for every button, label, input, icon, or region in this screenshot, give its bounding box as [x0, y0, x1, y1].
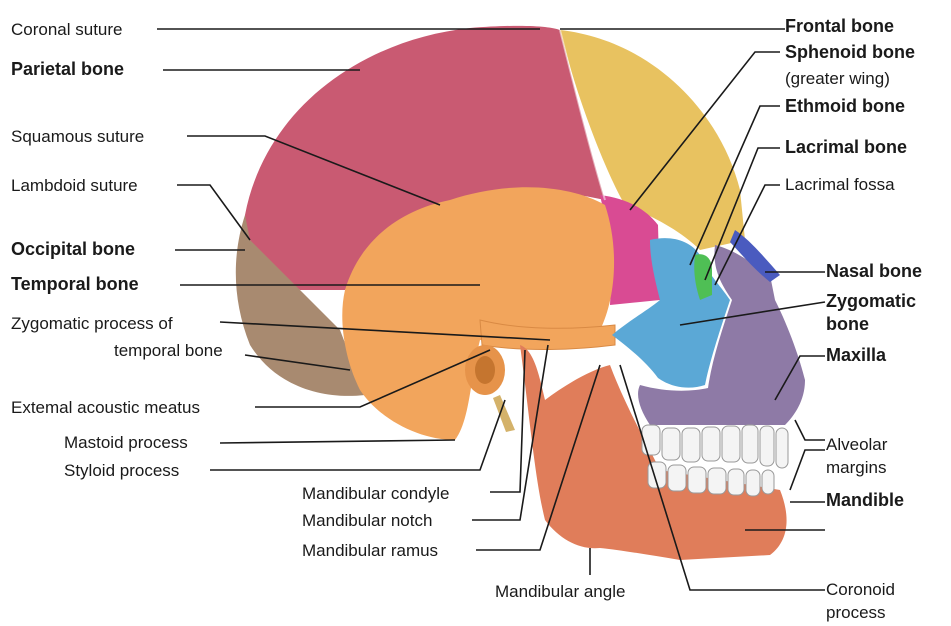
label-alveolar-line2: margins [826, 458, 886, 477]
label-styloid-process: Styloid process [64, 461, 179, 480]
label-mandibular-notch: Mandibular notch [302, 511, 432, 530]
label-coronoid-line2: process [826, 603, 886, 622]
label-zygomatic-line1: Zygomatic [826, 292, 916, 311]
teeth [642, 425, 788, 496]
label-ethmoid-bone: Ethmoid bone [785, 97, 905, 116]
label-zygomatic-line2: bone [826, 315, 869, 334]
label-occipital-bone: Occipital bone [11, 240, 135, 259]
label-mandible: Mandible [826, 491, 904, 510]
label-zygomatic-process-line1: Zygomatic process of [11, 314, 173, 333]
label-alveolar-line1: Alveolar [826, 435, 887, 454]
label-nasal-bone: Nasal bone [826, 262, 922, 281]
label-mandibular-angle: Mandibular angle [495, 582, 625, 601]
label-frontal-bone: Frontal bone [785, 17, 894, 36]
label-mandibular-condyle: Mandibular condyle [302, 484, 449, 503]
label-lacrimal-bone: Lacrimal bone [785, 138, 907, 157]
label-coronoid-line1: Coronoid [826, 580, 895, 599]
label-sphenoid-bone: Sphenoid bone [785, 43, 915, 62]
label-mastoid-process: Mastoid process [64, 433, 188, 452]
label-parietal-bone: Parietal bone [11, 60, 124, 79]
label-zygomatic-process-line2: temporal bone [114, 341, 223, 360]
label-lambdoid-suture: Lambdoid suture [11, 176, 138, 195]
label-lacrimal-fossa: Lacrimal fossa [785, 175, 895, 194]
label-sphenoid-sub: (greater wing) [785, 69, 890, 88]
label-external-acoustic-meatus: Extemal acoustic meatus [11, 398, 200, 417]
label-mandibular-ramus: Mandibular ramus [302, 541, 438, 560]
label-temporal-bone: Temporal bone [11, 275, 139, 294]
label-coronal-suture: Coronal suture [11, 20, 123, 39]
label-squamous-suture: Squamous suture [11, 127, 144, 146]
label-maxilla: Maxilla [826, 346, 886, 365]
